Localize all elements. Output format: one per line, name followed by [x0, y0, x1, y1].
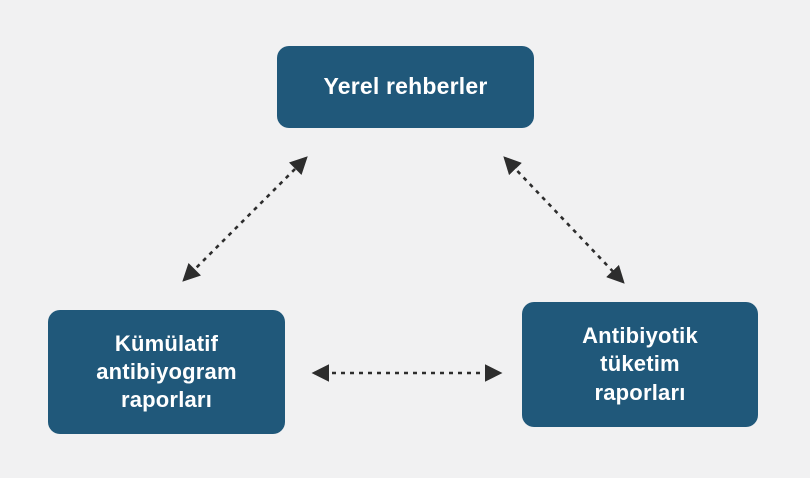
node-kumulatif-antibiyogram-raporlari: Kümülatif antibiyogram raporları: [48, 310, 285, 434]
edge-yerel-kumulatif: [182, 156, 308, 282]
edge-yerel-tuketim: [503, 156, 625, 284]
node-kumulatif-antibiyogram-raporlari-label: Kümülatif antibiyogram raporları: [96, 330, 237, 413]
node-antibiyotik-tuketim-raporlari-label: Antibiyotik tüketim raporları: [582, 323, 698, 405]
node-antibiyotik-tuketim-raporlari: Antibiyotik tüketim raporları: [522, 302, 758, 427]
node-yerel-rehberler: Yerel rehberler: [277, 46, 534, 128]
node-yerel-rehberler-label: Yerel rehberler: [323, 73, 488, 100]
